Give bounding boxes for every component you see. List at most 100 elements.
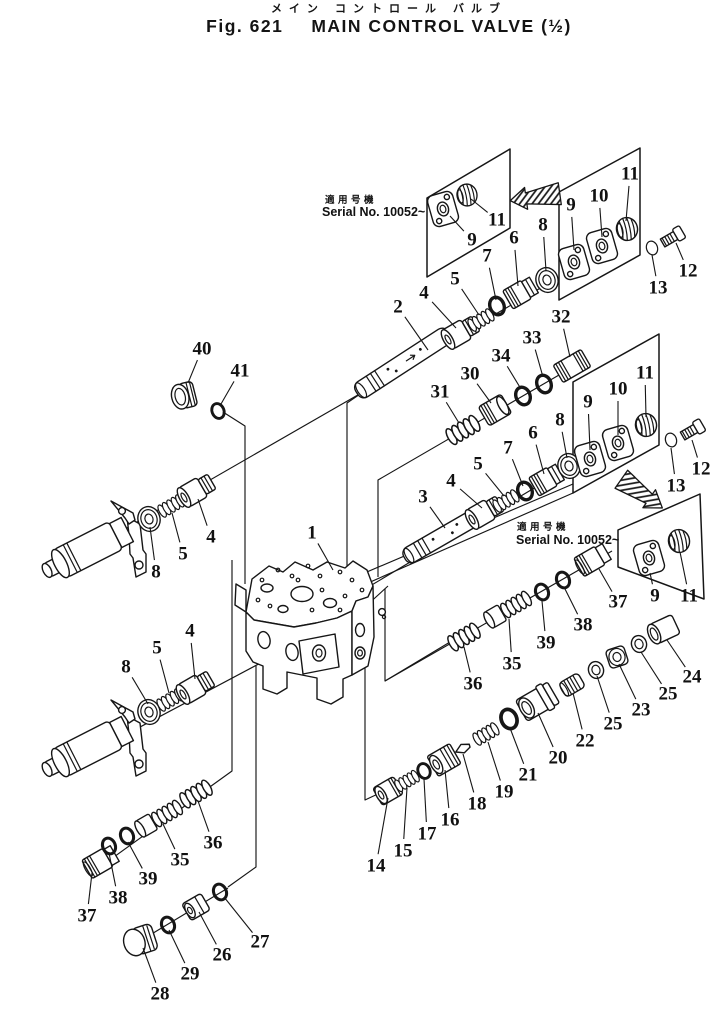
part-label-21: 21 bbox=[519, 765, 538, 786]
valve-assembly-35 bbox=[480, 588, 535, 631]
part-label-36: 36 bbox=[204, 833, 223, 854]
serial-note-jp-2: 適用号機 bbox=[517, 521, 569, 533]
direction-arrow-top bbox=[508, 182, 562, 213]
leader-line-29 bbox=[168, 929, 186, 964]
leader-line-4 bbox=[459, 488, 483, 509]
leader-line-10 bbox=[599, 207, 603, 238]
leader-line-18 bbox=[462, 753, 475, 793]
part-label-8: 8 bbox=[151, 562, 161, 583]
part-label-5: 5 bbox=[178, 544, 188, 565]
serial-box-d bbox=[617, 493, 705, 600]
leader-line-3 bbox=[429, 506, 446, 529]
part-label-30: 30 bbox=[461, 364, 480, 385]
part-label-5: 5 bbox=[152, 638, 162, 659]
leader-line-37 bbox=[87, 872, 93, 905]
leader-line-4 bbox=[190, 642, 196, 680]
nut-24 bbox=[644, 613, 682, 647]
part-label-36: 36 bbox=[464, 674, 483, 695]
part-label-6: 6 bbox=[509, 228, 519, 249]
washer-13 bbox=[663, 431, 679, 449]
o-ring-38 bbox=[552, 568, 574, 592]
part-label-3: 3 bbox=[418, 487, 428, 508]
plug-11 bbox=[613, 214, 641, 244]
part-label-4: 4 bbox=[419, 283, 429, 304]
flange-9 bbox=[631, 538, 667, 578]
washer-25 bbox=[585, 658, 607, 682]
leader-line-21 bbox=[509, 727, 525, 764]
leader-line-6 bbox=[535, 444, 545, 475]
direction-arrow-bottom bbox=[614, 469, 670, 518]
part-label-25: 25 bbox=[659, 684, 678, 705]
leader-line-5 bbox=[485, 472, 505, 497]
part-label-18: 18 bbox=[468, 794, 487, 815]
washer-25 bbox=[628, 632, 650, 656]
part-label-25: 25 bbox=[604, 714, 623, 735]
part-label-1: 1 bbox=[307, 523, 317, 544]
leader-line-36 bbox=[197, 800, 210, 832]
plug-30 bbox=[477, 393, 513, 427]
part-label-7: 7 bbox=[503, 438, 513, 459]
flange-9 bbox=[425, 189, 461, 229]
part-label-26: 26 bbox=[213, 945, 232, 966]
leader-line-7 bbox=[511, 458, 524, 487]
frame-bottom-group bbox=[364, 585, 389, 801]
part-label-9: 9 bbox=[467, 230, 477, 251]
poppet-18 bbox=[453, 741, 472, 756]
spring-31 bbox=[443, 413, 483, 447]
leader-line-11 bbox=[470, 198, 489, 213]
part-label-14: 14 bbox=[367, 856, 387, 877]
part-label-11: 11 bbox=[488, 210, 506, 231]
leader-line-8 bbox=[561, 431, 568, 459]
part-label-15: 15 bbox=[394, 841, 413, 862]
leader-line-17 bbox=[423, 778, 427, 823]
part-label-12: 12 bbox=[692, 459, 710, 480]
part-label-28: 28 bbox=[151, 984, 170, 1005]
leader-line-22 bbox=[572, 692, 583, 730]
part-label-4: 4 bbox=[446, 471, 456, 492]
serial-boxes bbox=[426, 147, 705, 600]
leader-line-6 bbox=[514, 249, 519, 287]
leader-line-26 bbox=[198, 911, 217, 945]
cap-28 bbox=[119, 922, 160, 960]
cap-40 bbox=[168, 380, 199, 412]
leader-line-25 bbox=[640, 651, 662, 685]
o-ring-21 bbox=[496, 705, 522, 733]
leader-line-2 bbox=[404, 316, 429, 351]
part-label-8: 8 bbox=[555, 410, 565, 431]
serial-note-en-1: Serial No. 10052~ bbox=[322, 205, 425, 219]
part-label-8: 8 bbox=[121, 657, 131, 678]
leader-line-30 bbox=[476, 383, 492, 404]
leader-line-12 bbox=[675, 242, 684, 261]
leader-line-4 bbox=[197, 498, 208, 526]
part-label-29: 29 bbox=[181, 964, 200, 985]
plug-11 bbox=[665, 526, 693, 556]
frame-left-relief bbox=[206, 560, 233, 790]
part-label-34: 34 bbox=[492, 346, 512, 367]
actuator-upper bbox=[35, 500, 147, 587]
part-label-7: 7 bbox=[482, 246, 492, 267]
leader-line-11 bbox=[679, 551, 688, 585]
actuator-lower bbox=[35, 699, 147, 786]
leader-line-5 bbox=[461, 288, 480, 316]
leader-line-41 bbox=[220, 381, 235, 405]
part-label-31: 31 bbox=[431, 382, 450, 403]
part-label-35: 35 bbox=[503, 654, 522, 675]
leader-line-13 bbox=[651, 254, 657, 277]
screw-22 bbox=[557, 671, 587, 699]
part-label-8: 8 bbox=[538, 215, 548, 236]
o-ring-39 bbox=[116, 824, 138, 848]
leader-line-14 bbox=[377, 797, 389, 855]
leader-line-39 bbox=[127, 841, 143, 869]
leader-line-27 bbox=[223, 896, 253, 933]
fitting-32 bbox=[552, 348, 592, 384]
leader-line-11 bbox=[625, 185, 630, 222]
part-label-12: 12 bbox=[679, 261, 698, 282]
part-label-17: 17 bbox=[418, 824, 438, 845]
fitting-37 bbox=[571, 541, 613, 579]
leader-line-39 bbox=[541, 600, 546, 632]
o-ring-41 bbox=[208, 400, 228, 422]
part-label-4: 4 bbox=[185, 621, 195, 642]
